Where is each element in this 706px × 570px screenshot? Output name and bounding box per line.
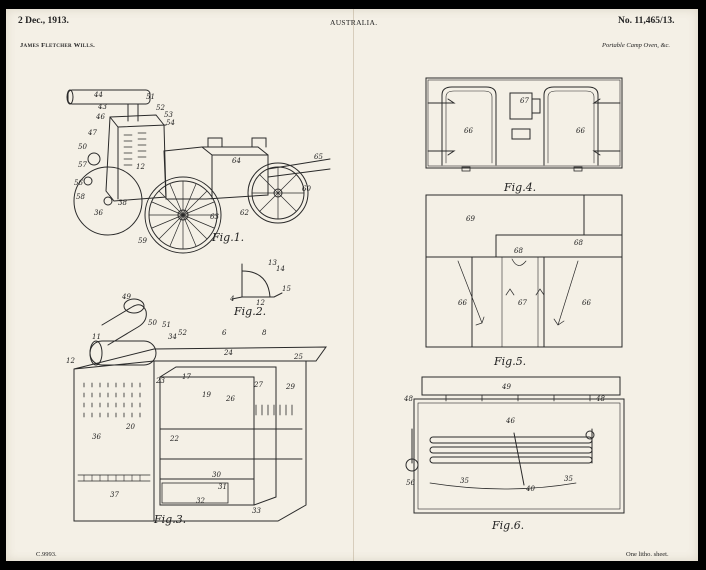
fig3-ref-numeral: 8 — [262, 329, 267, 337]
fig1-ref-numeral: 47 — [87, 129, 97, 137]
fig1-ref-numeral: 63 — [210, 213, 219, 221]
fig6-ref-numeral: 46 — [505, 417, 515, 425]
fig5-ref-numeral: 68 — [514, 247, 523, 255]
fig3-ref-numeral: 17 — [182, 373, 191, 381]
fig3-ref-numeral: 51 — [162, 321, 171, 329]
fig5-ref-numeral: 66 — [458, 299, 467, 307]
fig2-caption: Fig.2. — [233, 305, 266, 318]
footer-code: C.9993. — [36, 551, 57, 558]
fig3-ref-numeral: 19 — [202, 391, 211, 399]
fig1-ref-numeral: 52 — [156, 104, 165, 112]
fig1-ref-numeral: 43 — [97, 103, 107, 111]
fig3-ref-numeral: 25 — [293, 353, 303, 361]
figure-3-cutaway: Fig.3. — [73, 298, 327, 526]
fig3-ref-numeral: 50 — [148, 319, 157, 327]
fig1-ref-numeral: 12 — [136, 163, 145, 171]
fig1-ref-numeral: 53 — [164, 111, 173, 119]
header-date: 2 Dec., 1913. — [18, 16, 69, 26]
fig6-ref-numeral: 49 — [501, 383, 511, 391]
fig1-ref-numeral: 54 — [166, 119, 175, 127]
fig1-ref-numeral: 46 — [95, 113, 105, 121]
fig4-ref-numeral: 67 — [520, 97, 529, 105]
fig1-caption: Fig.1. — [211, 231, 244, 244]
fig1-ref-numeral: 56 — [74, 179, 83, 187]
fig3-ref-numeral: 49 — [121, 293, 131, 301]
fig4-ref-numeral: 66 — [464, 127, 473, 135]
fig2-ref-numeral: 12 — [256, 299, 265, 307]
fig3-ref-numeral: 29 — [285, 383, 295, 391]
fig3-ref-numeral: 12 — [66, 357, 75, 365]
fig5-ref-numeral: 66 — [582, 299, 591, 307]
fig2-ref-numeral: 14 — [276, 265, 285, 273]
fig5-ref-numeral: 69 — [466, 215, 475, 223]
fig3-ref-numeral: 32 — [196, 497, 205, 505]
fig6-ref-numeral: 56 — [406, 479, 415, 487]
fig1-ref-numeral: 60 — [302, 185, 311, 193]
fig2-ref-numeral: 15 — [282, 285, 291, 293]
fig3-ref-numeral: 34 — [168, 333, 177, 341]
fig3-ref-numeral: 31 — [218, 483, 227, 491]
fig6-caption: Fig.6. — [491, 519, 524, 532]
fig1-ref-numeral: 44 — [93, 91, 103, 99]
fig3-caption: Fig.3. — [153, 513, 186, 526]
fig3-ref-numeral: 22 — [169, 435, 179, 443]
header-country: AUSTRALIA. — [330, 18, 378, 27]
fig1-ref-numeral: 62 — [240, 209, 249, 217]
fig1-ref-numeral: 36 — [94, 209, 103, 217]
fig1-ref-numeral: 38 — [118, 199, 127, 207]
fig4-ref-numeral: 66 — [576, 127, 585, 135]
header-number: No. 11,465/13. — [618, 16, 675, 26]
page-fold — [353, 9, 354, 561]
header-applicant: James Fletcher Wills. — [20, 42, 96, 49]
fig5-ref-numeral: 68 — [574, 239, 583, 247]
fig1-ref-numeral: 64 — [232, 157, 241, 165]
fig1-ref-numeral: 57 — [78, 161, 87, 169]
figure-2-hinge: Fig.2. — [231, 263, 283, 318]
fig2-ref-numeral: 13 — [268, 259, 277, 267]
figure-1-oven-cart: Fig.1. — [66, 89, 331, 254]
fig3-ref-numeral: 30 — [212, 471, 221, 479]
fig1-ref-numeral: 65 — [314, 153, 323, 161]
fig3-ref-numeral: 33 — [252, 507, 261, 515]
fig4-caption: Fig.4. — [503, 181, 536, 194]
fig1-ref-numeral: 51 — [146, 93, 155, 101]
figure-6-elevation: Fig.6. — [405, 376, 625, 532]
fig3-ref-numeral: 11 — [92, 333, 101, 341]
fig3-ref-numeral: 24 — [223, 349, 233, 357]
footer-note: One litho. sheet. — [626, 551, 669, 558]
fig3-ref-numeral: 52 — [178, 329, 187, 337]
fig3-ref-numeral: 20 — [125, 423, 135, 431]
fig3-ref-numeral: 23 — [155, 377, 165, 385]
figure-5-section: Fig.5. — [425, 194, 623, 368]
fig3-ref-numeral: 6 — [222, 329, 227, 337]
fig1-ref-numeral: 58 — [76, 193, 85, 201]
fig6-ref-numeral: 48 — [595, 395, 605, 403]
fig6-ref-numeral: 35 — [564, 475, 573, 483]
fig6-ref-numeral: 40 — [525, 485, 535, 493]
fig3-ref-numeral: 36 — [92, 433, 101, 441]
header-title: Portable Camp Oven, &c. — [602, 42, 671, 49]
figure-4-plan: Fig.4. — [425, 77, 623, 194]
fig3-ref-numeral: 37 — [110, 491, 119, 499]
fig1-ref-numeral: 50 — [78, 143, 87, 151]
fig2-ref-numeral: 4 — [229, 295, 234, 303]
fig5-ref-numeral: 67 — [518, 299, 527, 307]
fig6-ref-numeral: 35 — [460, 477, 469, 485]
fig6-ref-numeral: 48 — [403, 395, 413, 403]
patent-drawings: Fig.1. Fig.2. — [66, 77, 625, 532]
fig1-ref-numeral: 59 — [138, 237, 147, 245]
patent-sheet: 2 Dec., 1913. AUSTRALIA. No. 11,465/13. … — [6, 9, 698, 561]
fig3-ref-numeral: 26 — [225, 395, 235, 403]
fig5-caption: Fig.5. — [493, 355, 526, 368]
fig3-ref-numeral: 27 — [253, 381, 263, 389]
